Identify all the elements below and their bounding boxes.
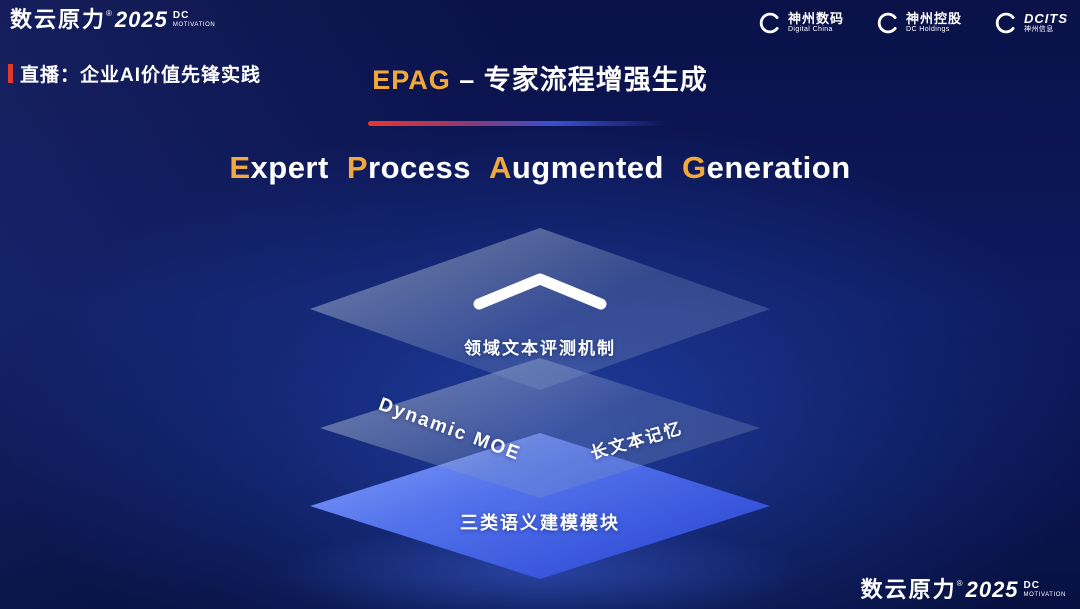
brand-subtext: DC MOTIVATION <box>172 10 216 29</box>
subtitle-word: Generation <box>682 150 851 185</box>
partner-name: 神州控股 <box>905 10 962 26</box>
brand-registered-mark: ® <box>106 9 112 18</box>
partner-subname: 神州信息 <box>1024 26 1054 34</box>
partner-subname: DC Holdings <box>905 26 950 34</box>
subtitle-word: Augmented <box>488 150 664 185</box>
title-highlight: EPAG <box>372 65 451 95</box>
title-separator: – <box>450 65 484 95</box>
partner-subname: Digital China <box>787 26 833 34</box>
partner-name: DCITS <box>1024 10 1068 26</box>
live-label-text: 直播：企业AI价值先锋实践 <box>20 65 262 86</box>
brand-name: 数云原力 <box>860 577 957 602</box>
live-label: 直播：企业AI价值先锋实践 <box>8 60 261 87</box>
live-accent-bar <box>8 64 13 83</box>
page-title: EPAG – 专家流程增强生成 <box>0 58 1080 97</box>
brand-year: 2025 <box>114 7 168 32</box>
swoosh-icon <box>756 10 782 36</box>
layer-diagram: 领域文本评测机制 Dynamic MOE 长文本记忆 三类语义建模模块 <box>270 228 810 609</box>
partner-logo-digital-china: 神州数码 Digital China <box>756 10 844 36</box>
subtitle-word: Process <box>346 150 471 185</box>
brand-year: 2025 <box>965 577 1019 602</box>
title-rest: 专家流程增强生成 <box>483 65 708 95</box>
layer-top-label: 领域文本评测机制 <box>464 339 616 358</box>
brand-logo: 数云原力 ® 2025 DC MOTIVATION <box>10 9 215 31</box>
brand-subtext: DC MOTIVATION <box>1023 580 1066 599</box>
partner-logos: 神州数码 Digital China 神州控股 DC Holdings DCIT… <box>756 10 1068 36</box>
partner-name: 神州数码 <box>787 10 844 26</box>
subtitle-word: Expert <box>229 150 329 185</box>
chevron-up-icon <box>465 268 615 319</box>
title-divider <box>368 121 668 126</box>
brand-logo: 数云原力 ® 2025 DC MOTIVATION <box>861 579 1066 601</box>
brand-name: 数云原力 <box>10 7 107 32</box>
swoosh-icon <box>874 10 900 36</box>
partner-logo-dc-holdings: 神州控股 DC Holdings <box>874 10 962 36</box>
layer-bottom-label: 三类语义建模模块 <box>460 513 620 533</box>
brand-registered-mark: ® <box>956 579 963 588</box>
partner-logo-dcits: DCITS 神州信息 <box>992 10 1068 36</box>
subtitle: Expert Process Augmented Generation <box>0 150 1080 186</box>
swoosh-icon <box>992 10 1018 36</box>
